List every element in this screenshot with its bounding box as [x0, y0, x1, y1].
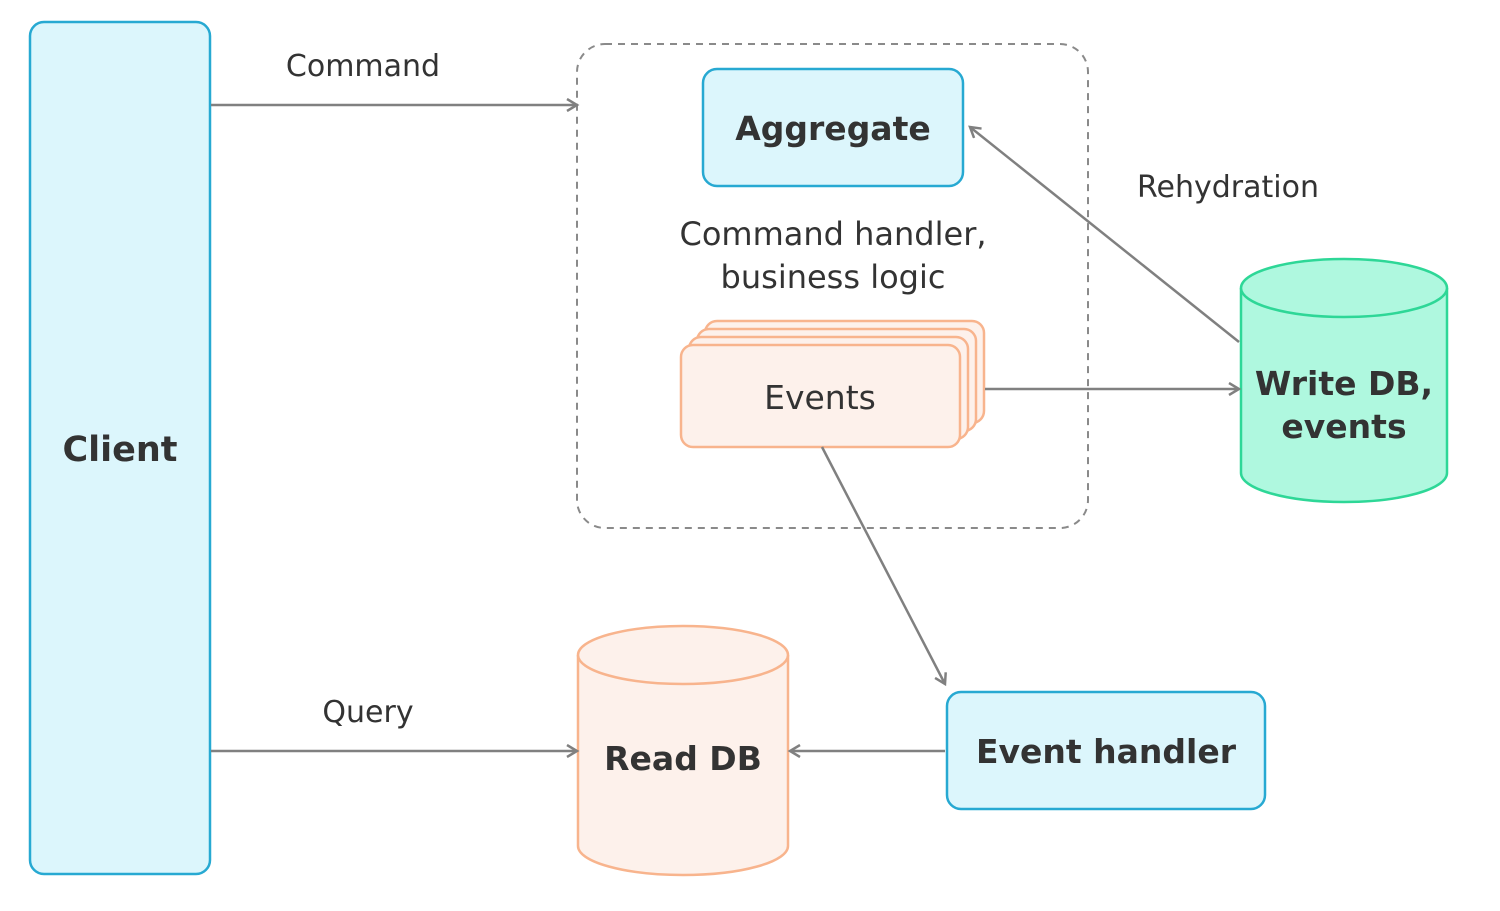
- event-handler-label: Event handler: [976, 732, 1237, 771]
- command-edge-label: Command: [286, 49, 440, 84]
- query-edge-label: Query: [322, 695, 413, 730]
- event-handler-node[interactable]: Event handler: [945, 690, 1267, 811]
- events-label: Events: [764, 378, 876, 417]
- command-handler-line-1: Command handler,: [679, 215, 986, 253]
- write-db-line-1: Write DB,: [1255, 364, 1433, 403]
- events-to-event-handler-arrow: [820, 446, 945, 684]
- rehydration-edge-label: Rehydration: [1137, 170, 1319, 205]
- aggregate-label: Aggregate: [735, 109, 931, 148]
- events-node[interactable]: Events: [679, 319, 986, 449]
- client-node[interactable]: Client: [28, 20, 212, 876]
- command-handler-label: Command handler, business logic: [679, 215, 986, 296]
- read-db-node[interactable]: Read DB: [576, 624, 790, 877]
- command-side-boundary: [576, 43, 1089, 529]
- aggregate-node[interactable]: Aggregate: [701, 67, 965, 188]
- rehydration-arrow: [970, 127, 1240, 343]
- events-card-front: [679, 343, 962, 449]
- client-label: Client: [62, 430, 177, 470]
- write-db-line-2: events: [1281, 407, 1406, 446]
- write-db-node[interactable]: Write DB, events: [1239, 257, 1449, 504]
- read-db-label: Read DB: [604, 739, 762, 778]
- command-handler-line-2: business logic: [721, 258, 946, 296]
